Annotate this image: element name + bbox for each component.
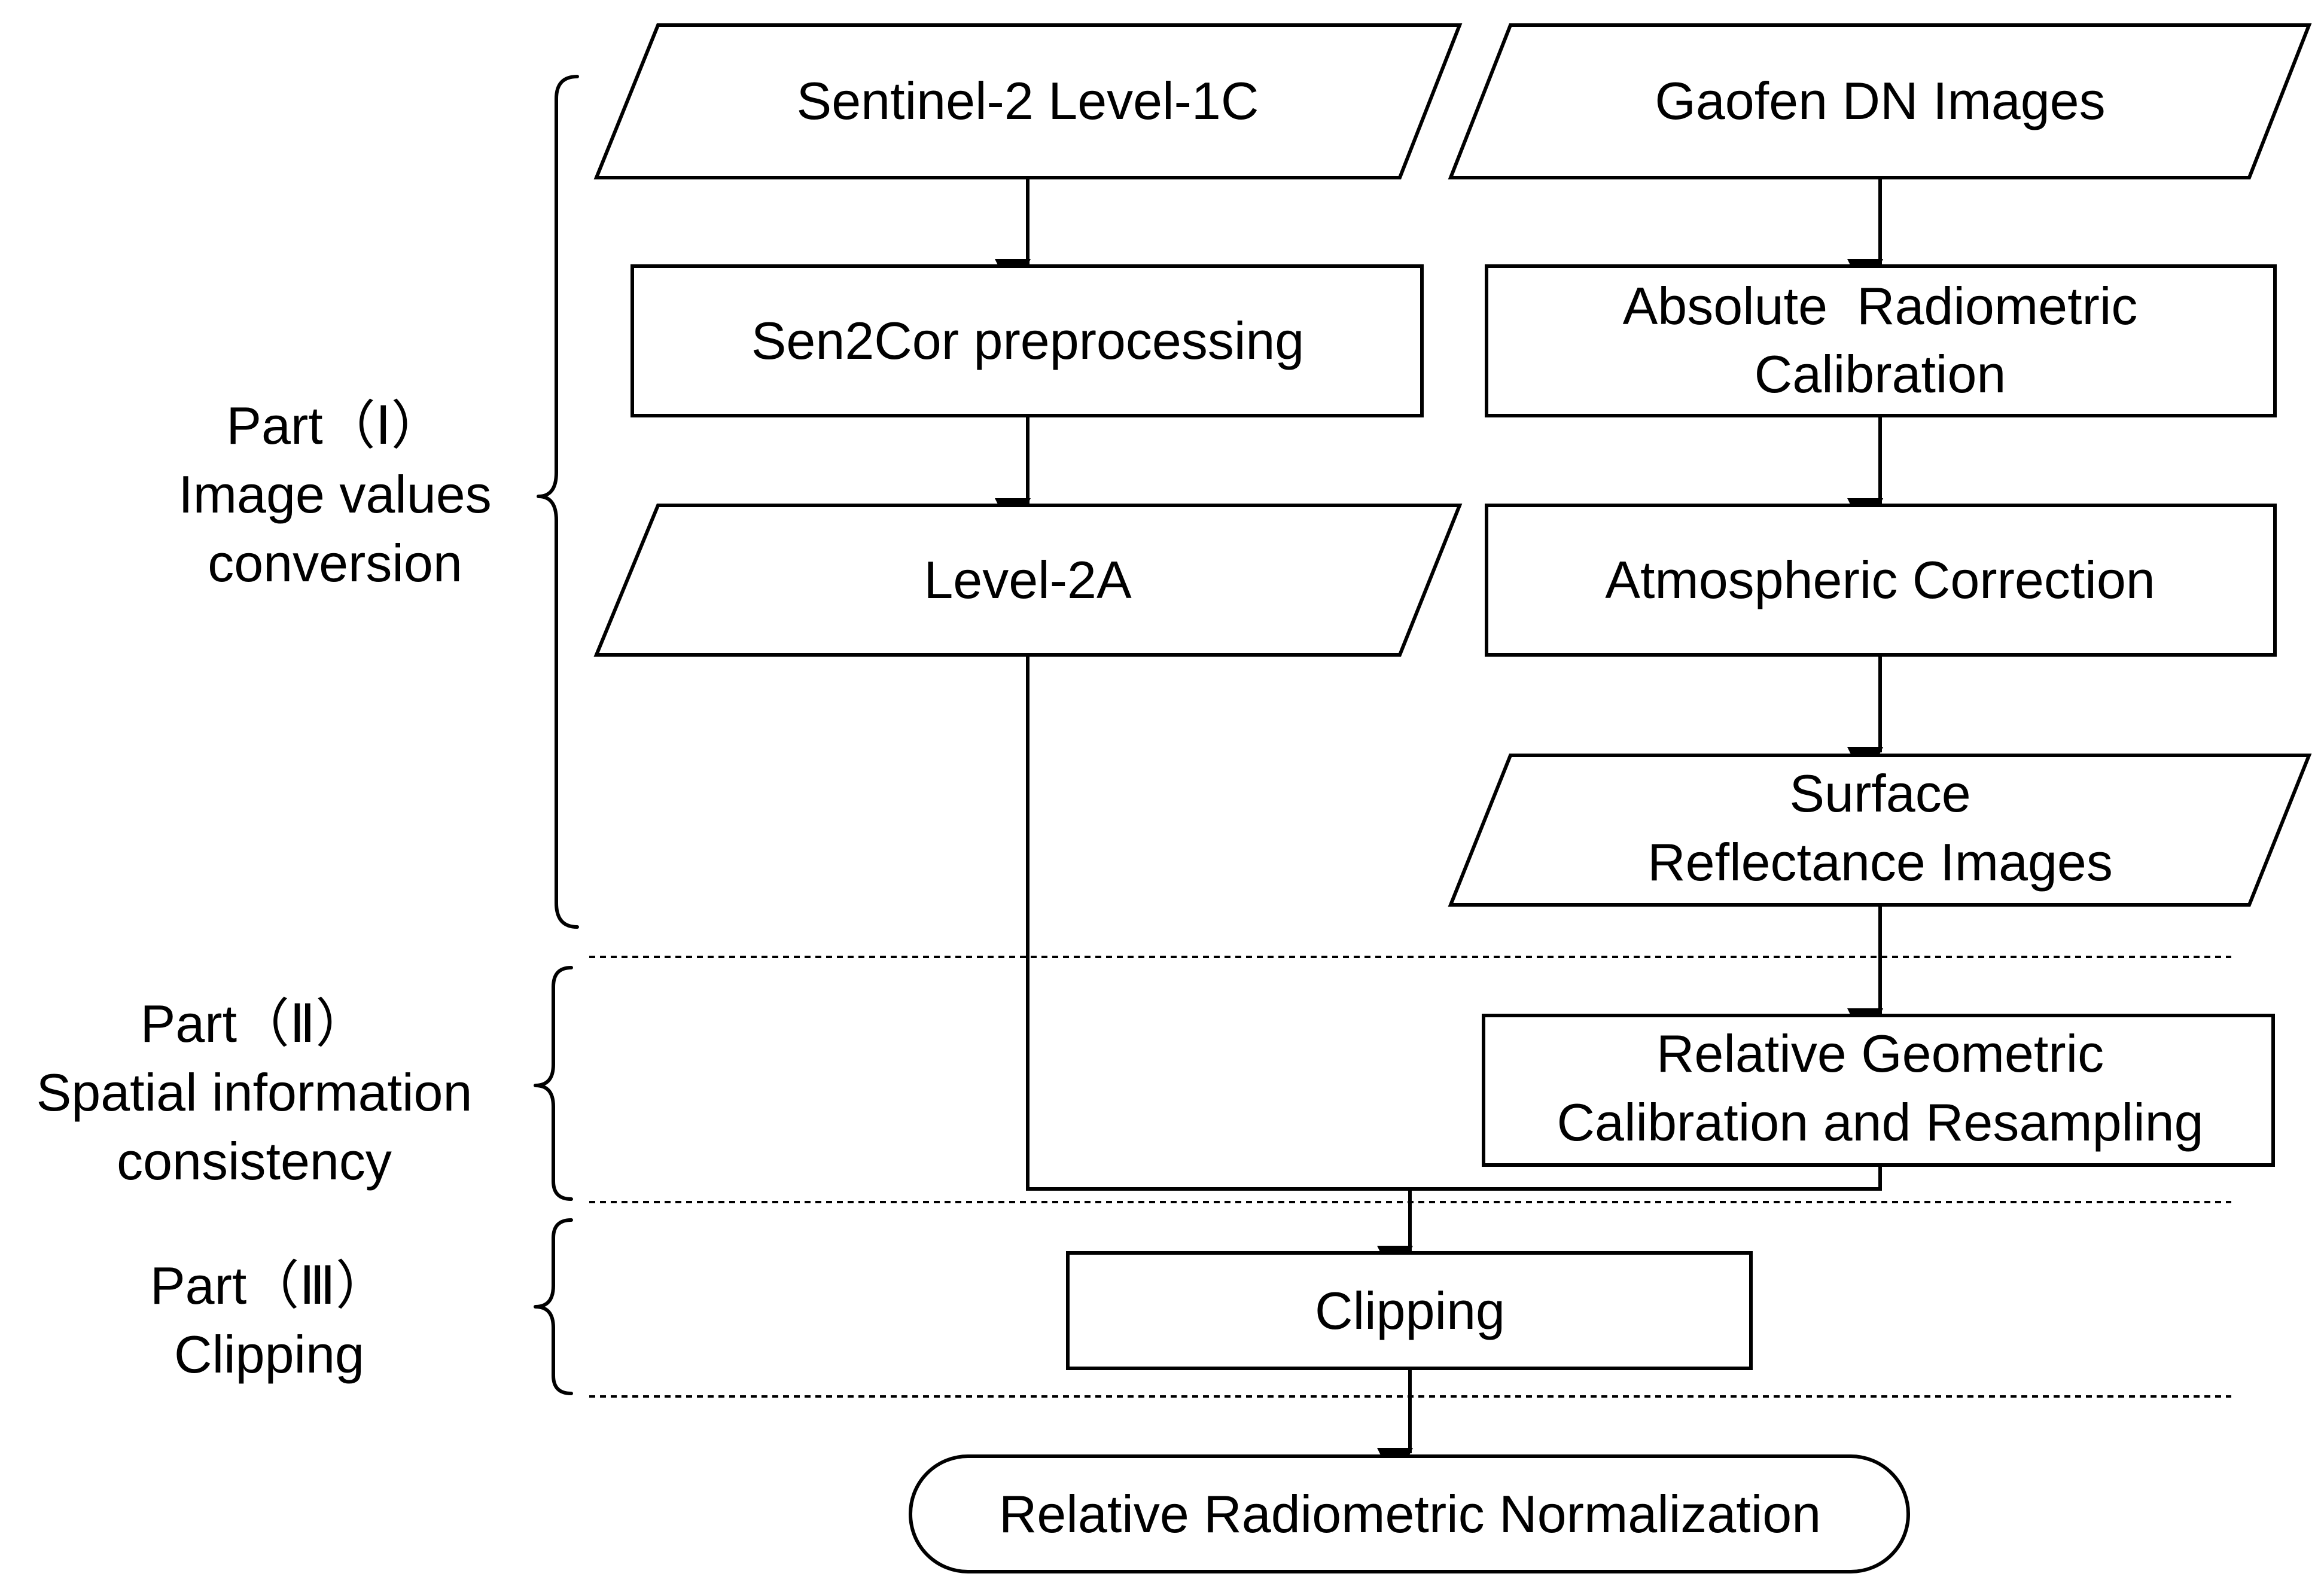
edges	[995, 179, 1883, 1484]
node-sen2cor: Sen2Cor preprocessing	[631, 264, 1424, 417]
node-surface-reflectance-line-1: Surface	[1789, 764, 1970, 823]
node-sentinel-input-label: Sentinel-2 Level-1C	[797, 71, 1259, 130]
node-atmospheric-label: Atmospheric Correction	[1605, 550, 2155, 609]
part2-title: Part（Ⅱ）	[141, 994, 368, 1053]
part1-line-1: Image values	[178, 465, 491, 524]
part1-title: Part（Ⅰ）	[226, 396, 443, 455]
node-level2a: Level-2A	[593, 504, 1463, 657]
node-gaofen-input-label: Gaofen DN Images	[1655, 71, 2105, 130]
node-gaofen-input: Gaofen DN Images	[1448, 23, 2312, 179]
node-abs-calibration-line-1: Absolute Radiometric	[1623, 276, 2138, 336]
part-braces	[534, 75, 579, 1395]
node-sen2cor-label: Sen2Cor preprocessing	[751, 311, 1305, 370]
part3-line-1: Clipping	[174, 1325, 364, 1384]
edge-level2a-to-merge	[1026, 656, 1410, 1191]
node-geometric-line-2: Calibration and Resampling	[1557, 1093, 2203, 1152]
part2-line-2: consistency	[117, 1132, 392, 1191]
node-geometric-line-1: Relative Geometric	[1656, 1024, 2104, 1083]
node-normalization-label: Relative Radiometric Normalization	[999, 1484, 1821, 1544]
node-clipping-label: Clipping	[1315, 1281, 1505, 1340]
node-level2a-label: Level-2A	[924, 550, 1132, 609]
brace-part3	[534, 1218, 573, 1395]
part2-line-1: Spatial information	[36, 1063, 473, 1122]
node-normalization: Relative Radiometric Normalization	[909, 1454, 1910, 1573]
edge-geometric-to-merge	[1410, 1166, 1882, 1191]
node-geometric: Relative Geometric Calibration and Resam…	[1482, 1014, 2275, 1167]
node-surface-reflectance: Surface Reflectance Images	[1448, 754, 2312, 907]
brace-part2	[534, 966, 573, 1201]
nodes: Sentinel-2 Level-1C Gaofen DN Images Sen…	[593, 23, 2312, 1573]
node-clipping: Clipping	[1066, 1251, 1753, 1370]
node-sentinel-input: Sentinel-2 Level-1C	[593, 23, 1463, 179]
part3-title: Part（Ⅲ）	[150, 1256, 388, 1315]
node-abs-calibration: Absolute Radiometric Calibration	[1485, 264, 2277, 417]
node-abs-calibration-line-2: Calibration	[1755, 344, 2006, 404]
brace-part1	[537, 75, 579, 929]
part-labels: Part（Ⅰ） Image values conversion Part（Ⅱ） …	[36, 396, 492, 1384]
node-atmospheric: Atmospheric Correction	[1485, 504, 2277, 657]
part1-line-2: conversion	[208, 533, 462, 593]
node-surface-reflectance-line-2: Reflectance Images	[1647, 832, 2113, 892]
